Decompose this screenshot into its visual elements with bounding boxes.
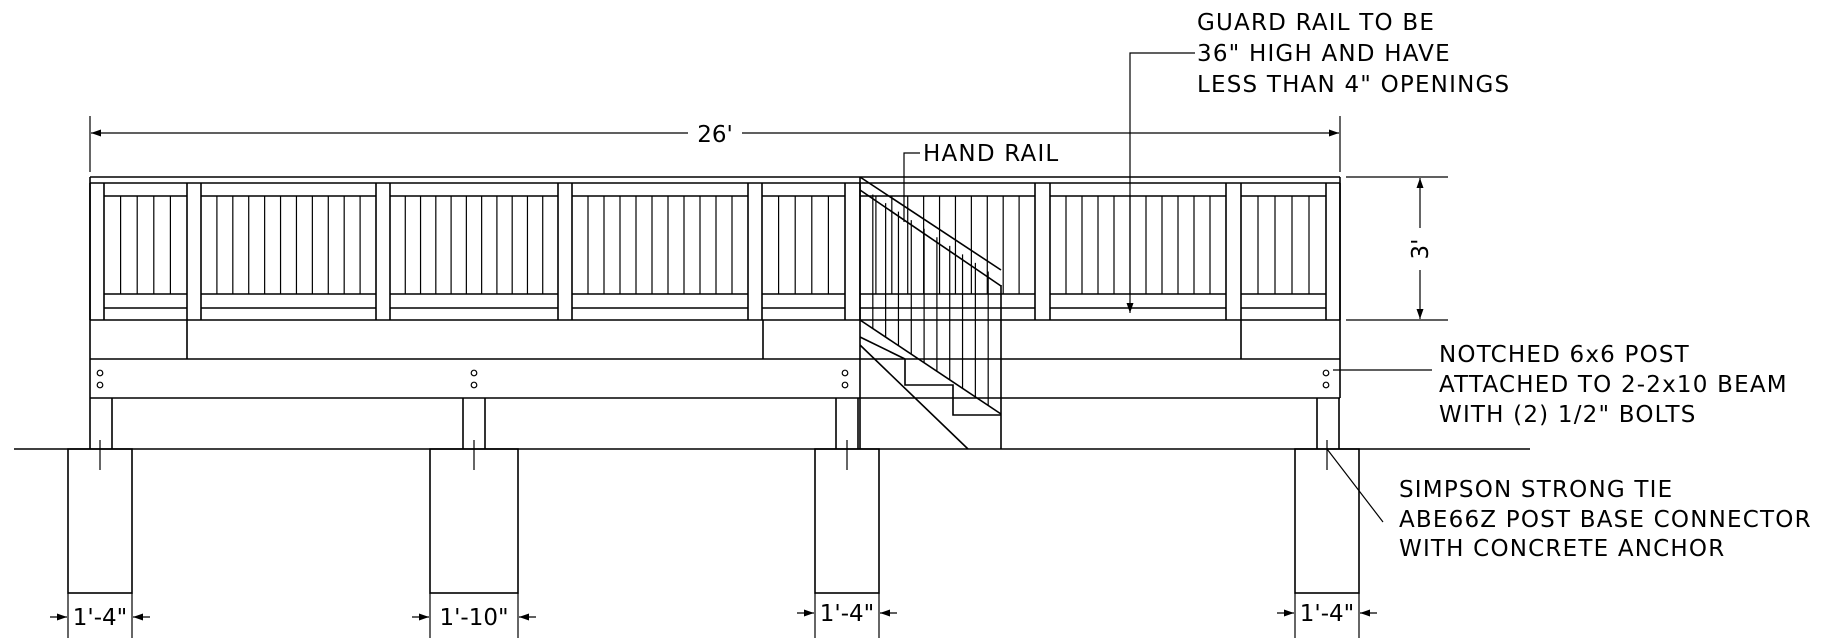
baluster-panel [1241,195,1326,309]
connector-note-line-2: ABE66Z POST BASE CONNECTOR [1399,507,1812,533]
concrete-footings [67,440,1360,594]
bolt [96,381,104,389]
support-post [462,398,486,449]
guard-post [1034,183,1051,320]
bolt [96,369,104,377]
footing-3-width: 1'-4" [820,601,874,627]
support-post [835,398,859,449]
baluster-panel [762,195,845,309]
overall-width-label: 26' [697,122,733,148]
connector-note-line-1: SIMPSON STRONG TIE [1399,477,1673,503]
footing-1-width: 1'-4" [73,605,127,631]
guard-post [89,183,105,320]
guard-rail [89,176,1341,321]
hand-rail-note-text: HAND RAIL [923,141,1059,167]
guard-rail-note-line-2: 36" HIGH AND HAVE [1197,41,1451,67]
baluster-panel [390,195,558,309]
footing-2-width: 1'-10" [439,605,508,631]
baluster-panel [201,195,376,309]
stair [859,176,1002,450]
stair-balusters [872,194,989,406]
footing [814,440,880,594]
footing [1294,440,1360,594]
guard-rail-note-line-1: GUARD RAIL TO BE [1197,10,1435,36]
overall-width-dimension: 26' [89,116,1341,172]
post-note-line-3: WITH (2) 1/2" BOLTS [1439,402,1697,428]
bolt [1322,381,1330,389]
bolt [1322,369,1330,377]
connector-note-line-3: WITH CONCRETE ANCHOR [1399,536,1725,562]
post-note-line-2: ATTACHED TO 2-2x10 BEAM [1439,372,1788,398]
baluster-panels [104,195,1326,309]
support-posts [89,398,1340,449]
baluster-panel [572,195,748,309]
beam-bolts [96,369,1330,389]
bolt [470,381,478,389]
support-post [1316,398,1340,449]
footing [67,440,133,594]
baluster-panel [860,195,1035,309]
bolt [470,369,478,377]
connector-note: SIMPSON STRONG TIE ABE66Z POST BASE CONN… [1326,448,1812,562]
baluster-panel [104,195,187,309]
footing-4-width: 1'-4" [1300,601,1354,627]
bolt [841,381,849,389]
guard-post [1325,183,1341,320]
guard-post [844,183,861,320]
footing-dimensions: 1'-4" 1'-10" 1'-4" 1'-4" [50,593,1377,638]
guard-post [375,183,391,320]
guard-post [747,183,763,320]
guard-rail-note: GUARD RAIL TO BE 36" HIGH AND HAVE LESS … [1126,10,1510,313]
post-note-line-1: NOTCHED 6x6 POST [1439,342,1690,368]
guard-height-dimension: 3' [1346,176,1448,321]
bolt [841,369,849,377]
guard-post [1225,183,1242,320]
support-post [89,398,113,449]
post-note: NOTCHED 6x6 POST ATTACHED TO 2-2x10 BEAM… [1333,342,1788,428]
deck-frame [89,320,1341,399]
guard-posts [89,183,1341,320]
guard-height-label: 3' [1408,239,1434,260]
guard-post [186,183,202,320]
footing [429,440,519,594]
baluster-panel [1050,195,1226,309]
guard-rail-note-line-3: LESS THAN 4" OPENINGS [1197,72,1510,98]
hand-rail-note: HAND RAIL [903,141,1059,222]
guard-post [557,183,573,320]
